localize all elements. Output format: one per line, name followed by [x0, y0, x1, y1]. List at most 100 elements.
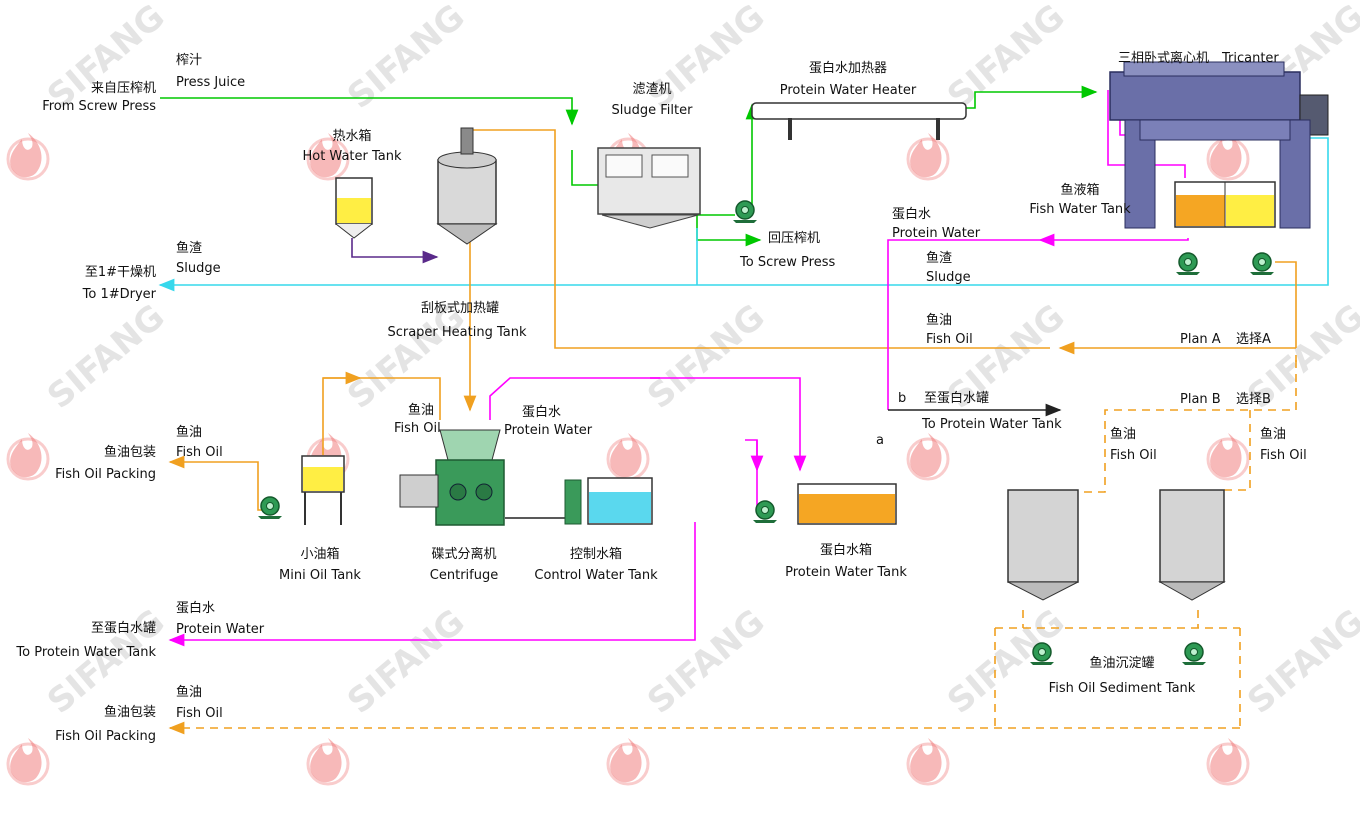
sludge-line [158, 137, 1329, 292]
label-tricanter-cn: 三相卧式离心机 [1118, 50, 1209, 66]
label-to-pw-tank2-en: To Protein Water Tank [15, 645, 156, 660]
label-fish-oil-left-en: Fish Oil [176, 445, 223, 460]
flame-logo-icon [6, 736, 50, 786]
watermark-text: SIFANG [940, 602, 1072, 722]
label-fish-oil-pack2-en: Fish Oil Packing [55, 729, 156, 744]
watermark-text: SIFANG [1240, 602, 1360, 722]
pw-pump-feed [745, 439, 764, 472]
label-control-water-en: Control Water Tank [534, 568, 658, 583]
label-fo-sed1-cn: 鱼油 [1110, 426, 1136, 442]
to-screw-press-line [696, 215, 762, 247]
label-fish-oil-pack1-en: Fish Oil Packing [55, 467, 156, 482]
label-pw-bottom-cn: 蛋白水 [176, 600, 215, 616]
watermark-text: SIFANG [640, 0, 772, 117]
label-mini-oil-en: Mini Oil Tank [279, 568, 361, 583]
protein-water-heater [751, 102, 967, 140]
label-press-juice-cn: 榨汁 [176, 52, 202, 68]
label-protein-water-out-cn: 蛋白水 [522, 404, 561, 420]
label-fo-sed2-en: Fish Oil [1260, 448, 1307, 463]
fish-oil-pump-icon [1249, 252, 1275, 276]
fish-oil-riser-line [1275, 261, 1297, 348]
label-fish-oil-pack1-cn: 鱼油包装 [104, 444, 156, 460]
watermark-text: SIFANG [40, 297, 172, 417]
label-hot-water-en: Hot Water Tank [302, 149, 402, 164]
hot-water-tank [335, 177, 373, 239]
flame-logo-icon [6, 431, 50, 481]
label-sludge-filter-en: Sludge Filter [612, 103, 694, 118]
sediment-pump-2-icon [1181, 642, 1207, 666]
sludge-filter [597, 147, 701, 229]
pw-down-line [887, 239, 1040, 410]
label-pw-tank-en: Protein Water Tank [785, 565, 907, 580]
label-mini-oil-cn: 小油箱 [300, 546, 339, 562]
press-juice-to-filter-line [571, 150, 598, 186]
filter-pump-icon [732, 200, 758, 224]
label-fish-water-cn: 鱼液箱 [1060, 182, 1099, 198]
label-sludge-filter-cn: 滤渣机 [632, 82, 671, 97]
fish-oil-sediment-tank-2 [1158, 489, 1226, 601]
label-fo-sed1-en: Fish Oil [1110, 448, 1157, 463]
label-plan-a-cn: 选择A [1236, 332, 1271, 347]
scraper-recirc-line [470, 129, 1050, 349]
label-to-screw-press-cn: 回压榨机 [768, 230, 820, 246]
label-fish-oil-mid-en: Fish Oil [926, 332, 973, 347]
mini-oil-pump-icon [257, 496, 283, 520]
plan-b-dashed-lines [170, 360, 1297, 729]
label-plan-a-en: Plan A [1180, 332, 1221, 347]
label-from-screw-press-cn: 来自压榨机 [91, 80, 156, 96]
label-scraper-en: Scraper Heating Tank [387, 325, 527, 340]
watermark-text: SIFANG [640, 297, 772, 417]
flame-logo-icon [906, 736, 950, 786]
label-sediment-en: Fish Oil Sediment Tank [1049, 681, 1196, 696]
flame-logo-icon [606, 736, 650, 786]
label-to-dryer-cn: 至1#干燥机 [85, 265, 156, 280]
flame-logo-icon [906, 131, 950, 181]
label-pw-tank-cn: 蛋白水箱 [820, 542, 872, 558]
hot-water-line [351, 238, 439, 264]
label-protein-water-out-en: Protein Water [504, 423, 593, 438]
label-sludge-right-cn: 鱼渣 [926, 250, 952, 266]
watermark-text: SIFANG [340, 0, 472, 117]
mini-oil-tank [301, 455, 345, 525]
label-fo-sed2-cn: 鱼油 [1260, 426, 1286, 442]
label-sediment-cn: 鱼油沉淀罐 [1089, 655, 1154, 671]
label-to-pw-tank-en: To Protein Water Tank [921, 417, 1062, 432]
label-tricanter-en: Tricanter [1221, 51, 1279, 66]
press-juice-line [160, 97, 579, 126]
flame-logo-icon [606, 431, 650, 481]
label-fish-water-en: Fish Water Tank [1029, 202, 1131, 217]
label-fish-oil-mid-cn: 鱼油 [926, 312, 952, 328]
label-to-pw-tank2-cn: 至蛋白水罐 [91, 620, 156, 636]
label-fish-oil-left-cn: 鱼油 [176, 424, 202, 440]
watermark-text: SIFANG [940, 0, 1072, 117]
flame-logo-icon [1206, 736, 1250, 786]
fish-oil-sediment-tank-1 [1007, 489, 1079, 601]
label-pw-bottom-en: Protein Water [176, 622, 265, 637]
heater-to-tricanter-line [965, 85, 1098, 109]
label-scraper-cn: 刮板式加热罐 [421, 301, 499, 316]
label-fish-oil-out-en: Fish Oil [394, 421, 441, 436]
label-centrifuge-en: Centrifuge [430, 568, 498, 583]
flame-logo-icon [906, 431, 950, 481]
label-to-pw-tank-cn: 至蛋白水罐 [924, 390, 989, 406]
fish-water-pump-icon [1175, 252, 1201, 276]
labels: 来自压榨机 From Screw Press 榨汁 Press Juice 滤渣… [15, 50, 1306, 744]
label-sludge-left-cn: 鱼渣 [176, 240, 202, 256]
label-control-water-cn: 控制水箱 [570, 546, 622, 562]
label-press-juice-en: Press Juice [176, 75, 245, 90]
centrifuge-oil-line [322, 377, 441, 455]
watermark-text: SIFANG [40, 602, 172, 722]
fish-water-tank [1174, 181, 1276, 228]
label-protein-water-top-en: Protein Water [892, 226, 981, 241]
label-centrifuge-cn: 碟式分离机 [431, 546, 496, 562]
label-sludge-right-en: Sludge [926, 270, 971, 285]
watermark-text: SIFANG [640, 602, 772, 722]
fish-water-pw-line [1038, 233, 1189, 247]
label-fish-oil-out-cn: 鱼油 [408, 402, 434, 418]
flame-logo-icon [306, 736, 350, 786]
protein-water-out-line [168, 522, 696, 647]
label-sludge-left-en: Sludge [176, 261, 221, 276]
label-hot-water-cn: 热水箱 [332, 128, 371, 144]
